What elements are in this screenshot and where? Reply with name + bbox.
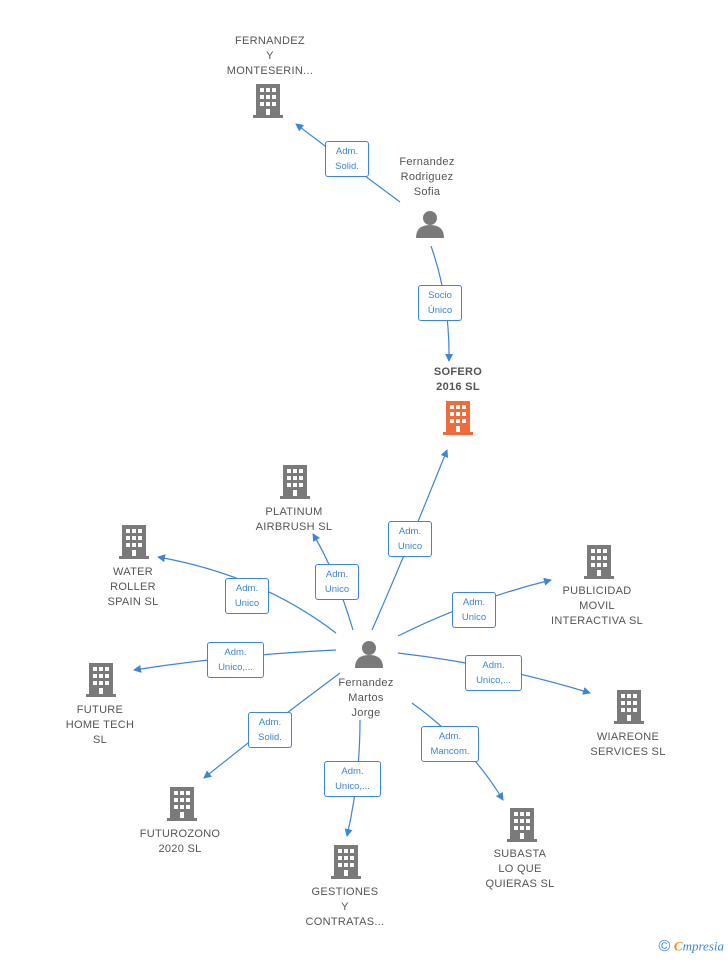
footer-brand: © Cmpresia	[659, 938, 725, 956]
node-label-platinum[interactable]: PLATINUM AIRBRUSH SL	[255, 506, 333, 533]
edge-label-e1: Adm. Solid.	[325, 141, 369, 177]
building-icon	[507, 808, 537, 842]
building-icon	[614, 690, 644, 724]
person-icon	[355, 641, 383, 668]
edge-label-e11: Adm. Unico,...	[324, 761, 381, 797]
building-icon	[443, 401, 473, 435]
node-label-gestiones[interactable]: GESTIONES Y CONTRATAS...	[305, 886, 385, 928]
edge-label-e3: Adm. Unico	[388, 521, 432, 557]
node-label-fernandez-martos[interactable]: Fernandez Martos Jorge	[338, 677, 394, 719]
person-icon	[416, 211, 444, 238]
node-label-subasta[interactable]: SUBASTA LO QUE QUIERAS SL	[485, 848, 555, 890]
node-label-wiareone[interactable]: WIAREONE SERVICES SL	[590, 731, 666, 758]
node-label-future-home[interactable]: FUTURE HOME TECH SL	[65, 704, 135, 746]
edge-label-e8: Adm. Unico,...	[465, 655, 522, 691]
node-label-futurozono[interactable]: FUTUROZONO 2020 SL	[139, 828, 221, 855]
building-icon	[331, 845, 361, 879]
node-label-sofero[interactable]: SOFERO 2016 SL	[433, 366, 483, 393]
edge-label-e7: Adm. Unico,...	[207, 642, 264, 678]
node-label-fernandez-monteserin[interactable]: FERNANDEZ Y MONTESERIN...	[226, 35, 314, 77]
edge-label-e2: Socio Único	[418, 285, 462, 321]
building-icon	[584, 545, 614, 579]
building-icon	[119, 525, 149, 559]
building-icon	[86, 663, 116, 697]
building-icon	[280, 465, 310, 499]
node-label-publicidad[interactable]: PUBLICIDAD MOVIL INTERACTIVA SL	[550, 585, 644, 627]
edge-label-e10: Adm. Mancom.	[421, 726, 479, 762]
brand-logo[interactable]: Cmpresia	[673, 938, 724, 954]
copyright-icon: ©	[658, 938, 671, 955]
edge-label-e6: Adm. Unico	[452, 592, 496, 628]
node-label-fernandez-rodriguez[interactable]: Fernandez Rodriguez Sofia	[399, 156, 455, 198]
edge-label-e9: Adm. Solid.	[248, 712, 292, 748]
edge-label-e4: Adm. Unico	[315, 564, 359, 600]
building-icon	[253, 84, 283, 118]
edge-label-e5: Adm. Unico	[225, 578, 269, 614]
node-label-water-roller[interactable]: WATER ROLLER SPAIN SL	[107, 566, 159, 608]
building-icon	[167, 787, 197, 821]
